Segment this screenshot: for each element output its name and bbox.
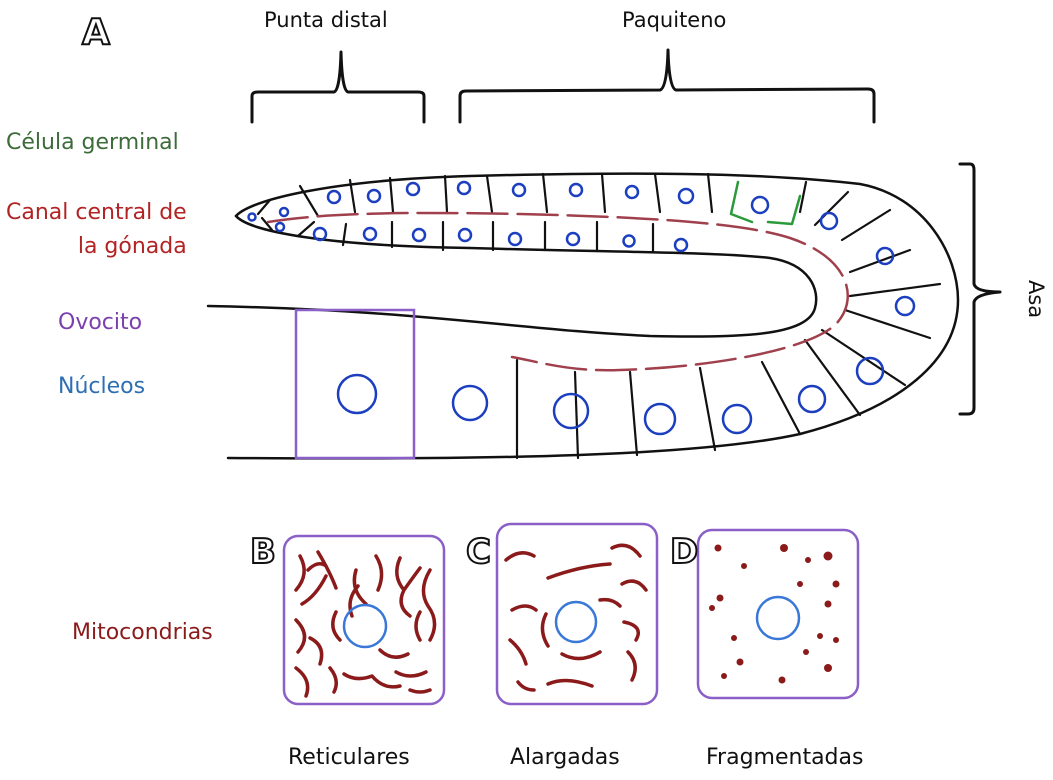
nucleus <box>458 182 470 194</box>
nucleus <box>276 223 284 231</box>
pachytene-label: Paquiteno <box>622 8 726 32</box>
nucleus <box>821 213 837 229</box>
inset-elongated <box>497 524 657 704</box>
nucleus <box>675 239 687 251</box>
panel-d-label: D <box>670 532 698 572</box>
nucleus <box>459 229 471 241</box>
nucleus <box>624 236 635 247</box>
nucleus <box>645 404 675 434</box>
loop-label: Asa <box>1024 280 1048 318</box>
nucleus <box>338 375 376 413</box>
inset-reticular <box>284 536 444 704</box>
fragmented-label: Fragmentadas <box>706 745 863 770</box>
nucleus <box>554 394 588 428</box>
distal-tip-label: Punta distal <box>264 8 388 32</box>
panel-b-label: B <box>250 532 276 572</box>
nucleus <box>509 233 521 245</box>
nucleus <box>249 214 256 221</box>
nucleus <box>513 184 525 196</box>
nucleus <box>364 228 376 240</box>
nucleus <box>453 386 487 420</box>
nucleus <box>413 229 425 241</box>
nucleus <box>280 208 288 216</box>
inset-fragmented <box>698 530 858 698</box>
nucleus <box>626 186 638 198</box>
nucleus <box>752 197 768 213</box>
nucleus <box>328 191 340 203</box>
nucleus <box>799 386 825 412</box>
nucleus <box>570 184 582 196</box>
central-canal-label: Canal central de la gónada <box>6 196 187 264</box>
nucleus <box>723 405 751 433</box>
panel-a-label: A <box>82 12 110 53</box>
oocyte-outline <box>296 310 414 458</box>
distal-tip-brace <box>252 52 424 122</box>
oocyte-label: Ovocito <box>58 310 142 335</box>
nucleus <box>679 189 693 203</box>
reticular-label: Reticulares <box>288 745 410 770</box>
panel-c-label: C <box>466 532 491 572</box>
germ-cell-outline <box>731 182 800 224</box>
nuclei-label: Núcleos <box>58 374 145 399</box>
elongated-label: Alargadas <box>510 745 620 770</box>
nucleus <box>407 183 419 195</box>
nucleus <box>368 190 380 202</box>
central-canal <box>268 213 848 370</box>
loop-brace <box>960 164 1000 414</box>
pachytene-brace <box>460 50 874 122</box>
nucleus <box>567 233 579 245</box>
nucleus <box>896 297 914 315</box>
germ-cell-label: Célula germinal <box>6 130 179 155</box>
mitochondria-label: Mitocondrias <box>72 620 213 645</box>
